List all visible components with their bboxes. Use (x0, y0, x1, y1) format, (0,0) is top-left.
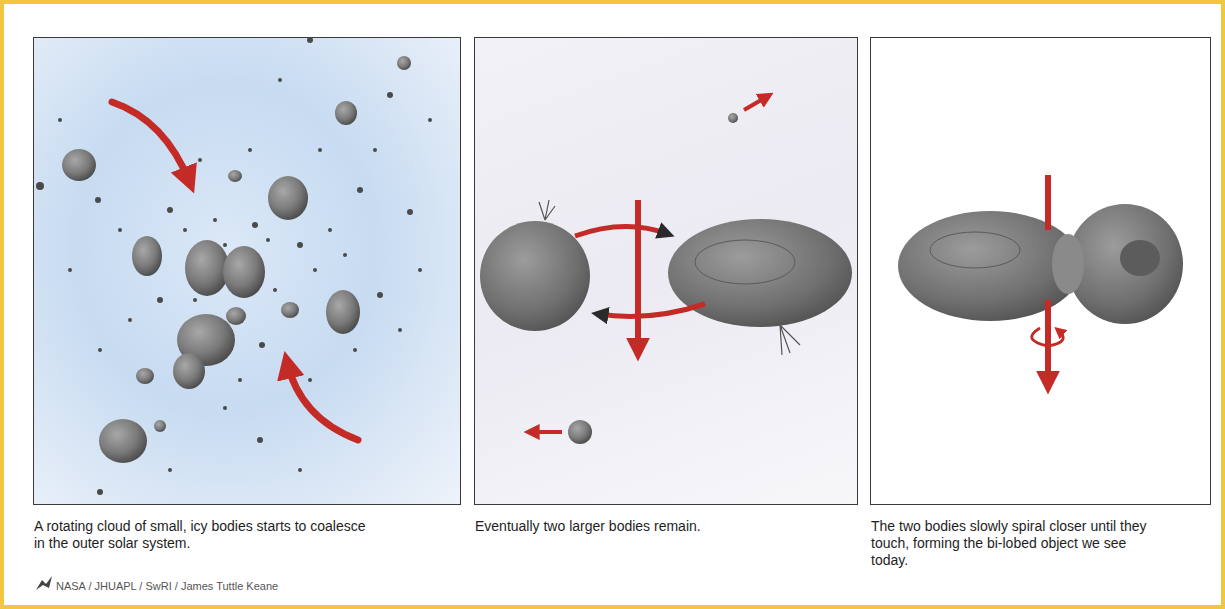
binary-bodies (480, 96, 852, 444)
cloud-of-bodies (36, 37, 432, 495)
credit-line: NASA / JHUAPL / SwRI / James Tuttle Kean… (56, 580, 278, 592)
credit-logo (36, 576, 52, 590)
panel-caption: The two bodies slowly spiral closer unti… (871, 518, 1151, 569)
bilobed-object (898, 175, 1183, 385)
panel-caption: Eventually two larger bodies remain. (475, 518, 815, 535)
illustration-panel: Eventually two larger bodies remain. (474, 37, 858, 505)
illustration-panel: A rotating cloud of small, icy bodies st… (33, 37, 461, 505)
panel-caption: A rotating cloud of small, icy bodies st… (34, 518, 374, 552)
illustration-panel: The two bodies slowly spiral closer unti… (870, 37, 1211, 505)
